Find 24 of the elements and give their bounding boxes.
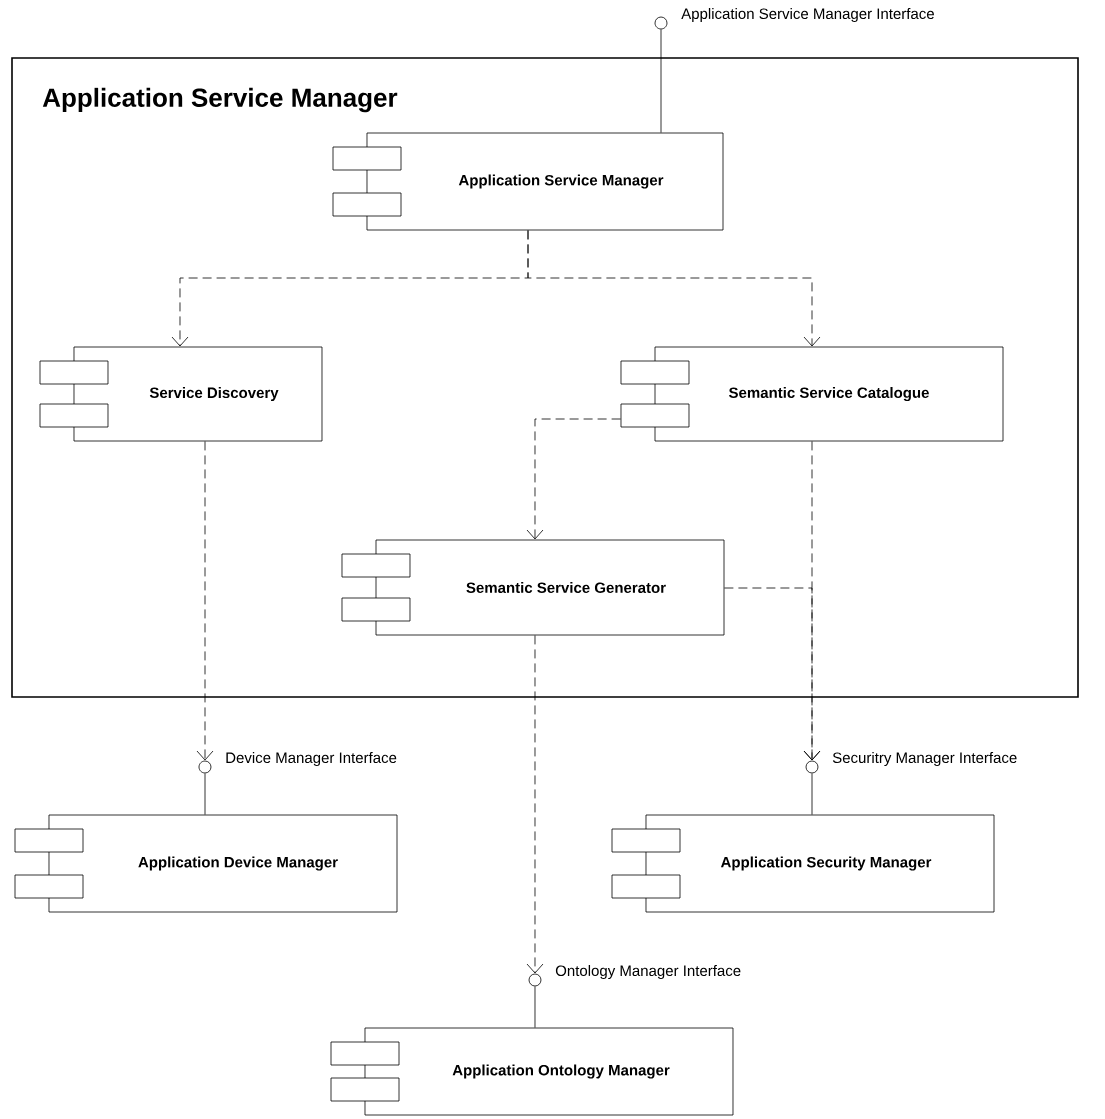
connector	[660, 29, 662, 133]
connector	[526, 418, 621, 540]
component-box: Application Security Manager	[611, 814, 995, 913]
node-label: Application Service Manager Interface	[681, 8, 934, 22]
interface-lollipop: Securitry Manager Interface	[805, 752, 1017, 774]
node-label: Securitry Manager Interface	[832, 752, 1017, 766]
node-label: Ontology Manager Interface	[555, 965, 741, 979]
component-box: Application Ontology Manager	[330, 1027, 734, 1116]
connector	[724, 587, 821, 761]
component-box: Application Device Manager	[14, 814, 398, 913]
connector	[527, 230, 821, 347]
connector	[204, 773, 206, 815]
interface-lollipop: Ontology Manager Interface	[528, 965, 741, 987]
component-box: Semantic Service Catalogue	[620, 346, 1004, 442]
connector	[196, 441, 214, 761]
component-box: Semantic Service Generator	[341, 539, 725, 636]
node-label: Device Manager Interface	[226, 752, 397, 766]
component-box: Application Service Manager	[332, 132, 724, 231]
interface-lollipop: Application Service Manager Interface	[654, 8, 934, 30]
connector	[811, 773, 813, 815]
connector	[526, 635, 544, 974]
component-box: Service Discovery	[39, 346, 323, 442]
interface-lollipop: Device Manager Interface	[198, 752, 397, 774]
connector	[534, 986, 536, 1028]
